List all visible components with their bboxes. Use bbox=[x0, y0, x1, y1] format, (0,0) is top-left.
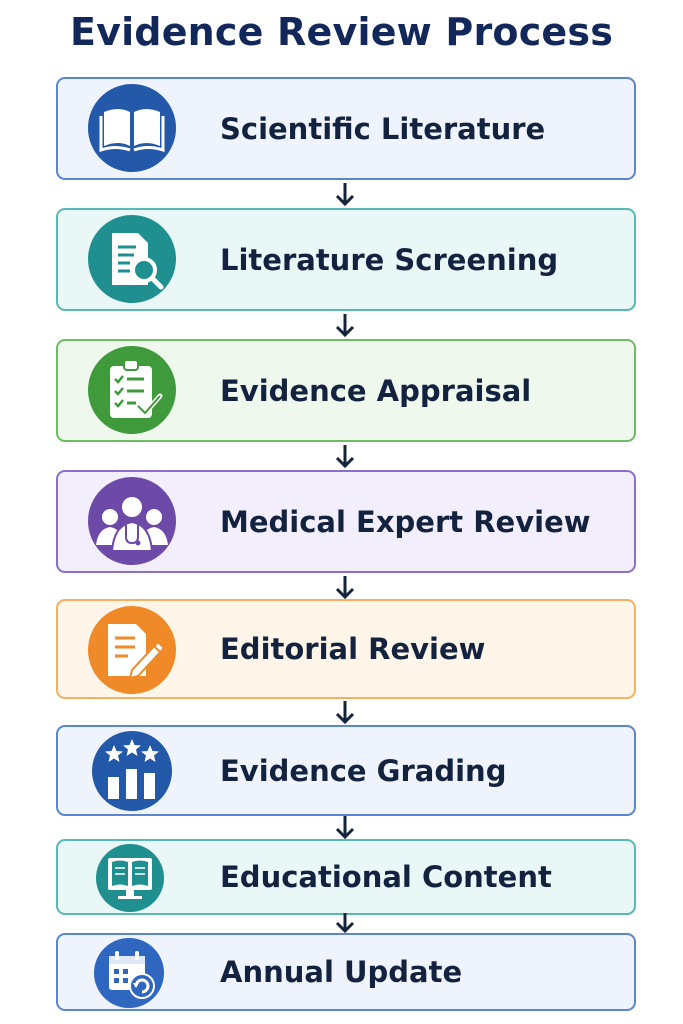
medical-experts-icon bbox=[88, 477, 176, 565]
arrow-down-icon bbox=[333, 700, 357, 726]
step-evidence-appraisal: Evidence Appraisal bbox=[56, 339, 636, 442]
document-search-icon bbox=[88, 215, 176, 303]
arrow-down-icon bbox=[333, 313, 357, 339]
step-scientific-literature: Scientific Literature bbox=[56, 77, 636, 180]
open-book-icon bbox=[88, 84, 176, 172]
step-label: Annual Update bbox=[220, 955, 463, 989]
arrow-down-icon bbox=[333, 815, 357, 841]
page-title: Evidence Review Process bbox=[69, 10, 614, 54]
step-label: Educational Content bbox=[220, 860, 552, 894]
step-label: Evidence Grading bbox=[220, 753, 507, 788]
arrow-down-icon bbox=[333, 182, 357, 208]
step-label: Evidence Appraisal bbox=[220, 373, 532, 408]
edit-document-icon bbox=[88, 606, 176, 694]
clipboard-checklist-icon bbox=[88, 346, 176, 434]
arrow-down-icon bbox=[333, 912, 357, 934]
step-label: Scientific Literature bbox=[220, 111, 546, 146]
step-educational-content: Educational Content bbox=[56, 839, 636, 915]
step-label: Editorial Review bbox=[220, 632, 486, 666]
calendar-refresh-icon bbox=[94, 938, 164, 1008]
step-label: Medical Expert Review bbox=[220, 504, 591, 539]
arrow-down-icon bbox=[333, 444, 357, 470]
step-evidence-grading: Evidence Grading bbox=[56, 725, 636, 816]
star-rating-chart-icon bbox=[92, 731, 172, 811]
arrow-down-icon bbox=[333, 575, 357, 601]
book-screen-icon bbox=[96, 844, 164, 912]
step-literature-screening: Literature Screening bbox=[56, 208, 636, 311]
step-annual-update: Annual Update bbox=[56, 933, 636, 1011]
step-label: Literature Screening bbox=[220, 242, 559, 277]
step-medical-expert-review: Medical Expert Review bbox=[56, 470, 636, 573]
step-editorial-review: Editorial Review bbox=[56, 599, 636, 699]
